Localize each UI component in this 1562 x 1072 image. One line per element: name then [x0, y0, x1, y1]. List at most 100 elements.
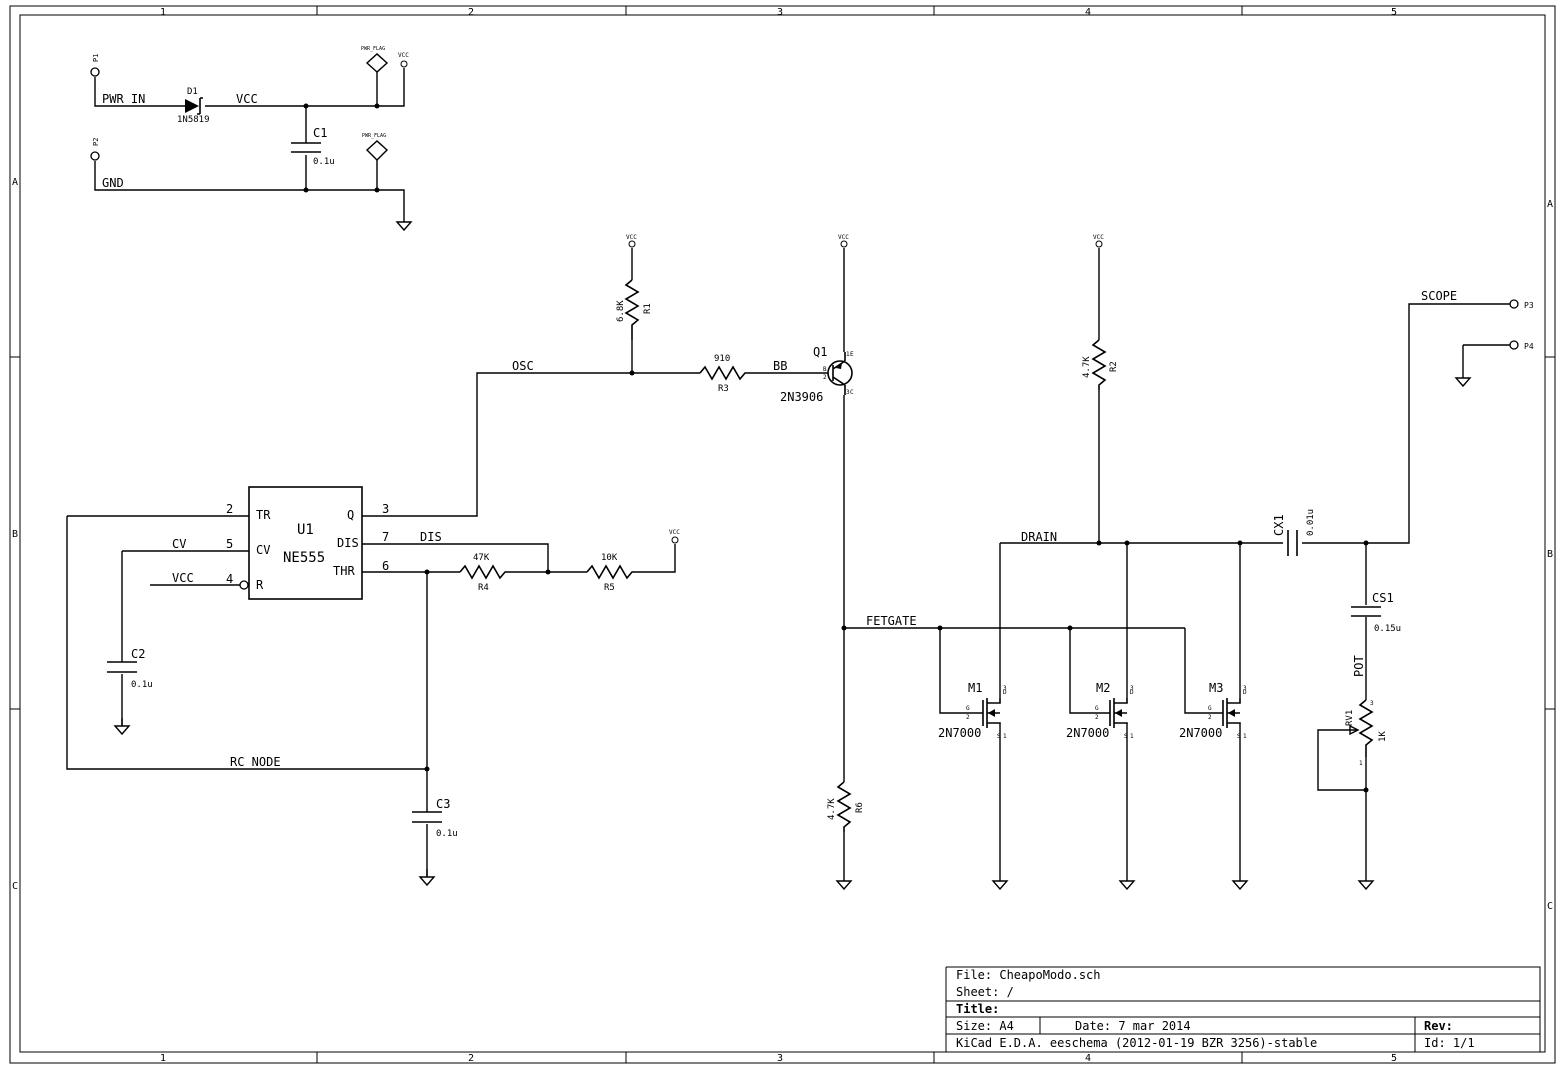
r4-ref: R4 [478, 583, 489, 593]
col-label: 5 [1391, 7, 1397, 18]
mosfet-m3[interactable] [1205, 698, 1241, 728]
rv1-pin-1: 1 [1359, 760, 1363, 767]
net-label-gnd: GND [102, 176, 124, 190]
capacitor-cs1[interactable] [1351, 606, 1381, 617]
p1-ref: P1 [92, 54, 100, 62]
m1-value: 2N7000 [938, 726, 981, 740]
net-label-osc: OSC [512, 359, 534, 373]
c2-value: 0.1u [131, 680, 153, 690]
pin-g: G [1095, 705, 1099, 712]
driver-section: VCC 6.8K R1 910 R3 BB Q1 2N3906 B 2 E 1 … [616, 234, 1205, 890]
vcc-label: VCC [398, 52, 409, 59]
ic-u1-body[interactable] [248, 486, 363, 600]
m3-ref: M3 [1209, 681, 1223, 695]
ground-symbol [114, 717, 130, 735]
cx1-ref: CX1 [1272, 514, 1286, 536]
resistor-r6[interactable] [836, 781, 852, 832]
r3-ref: R3 [718, 384, 729, 394]
pin-name-thr: THR [333, 564, 355, 578]
pin-name-q: Q [347, 508, 354, 522]
net-label-drain: DRAIN [1021, 530, 1057, 544]
col-label: 3 [777, 1053, 783, 1064]
r2-ref: R2 [1109, 361, 1119, 372]
r6-ref: R6 [855, 802, 865, 813]
mosfet-m1[interactable] [963, 698, 1001, 728]
pin-1: 1 [1130, 733, 1134, 740]
ground-symbol [396, 213, 412, 231]
title-block-tool: KiCad E.D.A. eeschema (2012-01-19 BZR 32… [956, 1036, 1317, 1050]
transistor-q1[interactable] [827, 352, 853, 395]
row-label: C [1547, 901, 1553, 912]
ground-symbol [1358, 872, 1374, 890]
net-label-bb: BB [773, 359, 787, 373]
resistor-r3[interactable] [699, 365, 750, 381]
capacitor-cx1[interactable] [1287, 530, 1298, 556]
pin-3: 3 [1130, 685, 1134, 692]
sheet-frame [9, 5, 1556, 1064]
rv1-ref: RV1 [1345, 710, 1355, 726]
pin-s: S [1124, 733, 1128, 740]
ground-symbol [992, 872, 1008, 890]
c1-ref: C1 [313, 126, 327, 140]
vcc-label: VCC [626, 234, 637, 241]
connector-pin-p3[interactable] [1509, 299, 1519, 309]
net-label-scope: SCOPE [1421, 289, 1457, 303]
title-block-size: Size: A4 [956, 1019, 1014, 1033]
row-label: A [12, 177, 18, 188]
pin-num-q: 3 [382, 502, 389, 516]
row-label: C [12, 881, 18, 892]
vcc-label: VCC [669, 529, 680, 536]
col-label: 5 [1391, 1053, 1397, 1064]
m3-value: 2N7000 [1179, 726, 1222, 740]
r5-ref: R5 [604, 583, 615, 593]
capacitor-c2[interactable] [107, 661, 137, 673]
pin-name-cv: CV [256, 543, 270, 557]
vcc-symbol [1095, 240, 1103, 248]
pin-g: G [966, 705, 970, 712]
capacitor-c1[interactable] [291, 142, 321, 153]
diode-d1[interactable] [185, 97, 203, 115]
col-label: 1 [160, 1053, 166, 1064]
connector-pin-p4[interactable] [1509, 340, 1519, 350]
q1-pin-e: E [850, 351, 854, 358]
potentiometer-rv1[interactable] [1349, 699, 1374, 757]
cs1-value: 0.15u [1374, 624, 1401, 634]
p3-ref: P3 [1524, 301, 1534, 310]
c2-ref: C2 [131, 647, 145, 661]
mosfet-pin-labels: G 2 D 3 S 1 G 2 D 3 S 1 G 2 D 3 S 1 [966, 685, 1247, 740]
p4-ref: P4 [1524, 342, 1534, 351]
resistor-r2[interactable] [1091, 339, 1107, 390]
pin-s: S [997, 733, 1001, 740]
pwr-flag-symbol [365, 53, 389, 73]
c3-ref: C3 [436, 797, 450, 811]
col-label: 3 [777, 7, 783, 18]
resistor-r5[interactable] [586, 564, 637, 580]
r3-value: 910 [714, 354, 730, 364]
q1-pin-3: 3 [846, 389, 850, 396]
col-label: 1 [160, 7, 166, 18]
pwr-flag-label: PWR_FLAG [361, 46, 385, 52]
q1-pin-2: 2 [823, 374, 827, 381]
ground-symbol [1455, 369, 1471, 387]
reset-pin-bubble [239, 580, 249, 590]
mosfet-m2[interactable] [1092, 698, 1128, 728]
resistor-r1[interactable] [624, 279, 640, 340]
title-block-title: Title: [956, 1002, 999, 1016]
m2-ref: M2 [1096, 681, 1110, 695]
capacitor-c3[interactable] [412, 811, 442, 823]
q1-pin-1: 1 [846, 351, 850, 358]
d1-value: 1N5819 [177, 115, 210, 125]
connector-pin-p2[interactable] [90, 151, 100, 161]
pin-3: 3 [1243, 685, 1247, 692]
timer-section: U1 NE555 TR CV R Q DIS THR 2 5 4 3 7 6 C… [66, 248, 700, 886]
resistor-r4[interactable] [459, 564, 510, 580]
cs1-ref: CS1 [1372, 591, 1394, 605]
title-block-date: Date: 7 mar 2014 [1075, 1019, 1191, 1033]
q1-pin-b: B [823, 366, 827, 373]
pin-2: 2 [1208, 714, 1212, 721]
connector-pin-p1[interactable] [90, 67, 100, 77]
r5-value: 10K [601, 553, 618, 563]
pwr-flag-symbol [365, 140, 389, 161]
vcc-symbol [840, 240, 848, 248]
